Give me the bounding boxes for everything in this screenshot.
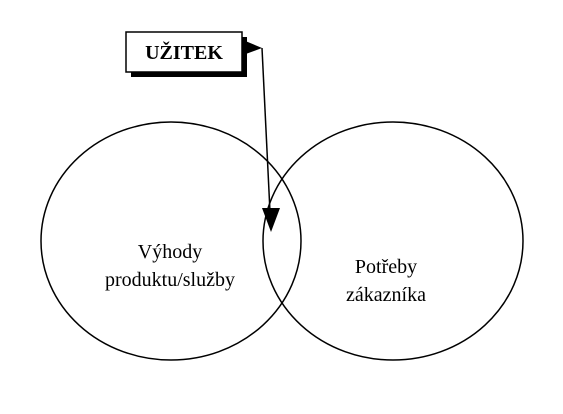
- right-circle-label-line1: Potřeby: [355, 256, 417, 278]
- left-circle-label-line1: Výhody: [138, 241, 202, 263]
- title-label: UŽITEK: [145, 40, 223, 64]
- right-circle: [262, 121, 524, 361]
- arrow-head-down: [262, 208, 280, 232]
- arrow-line: [261, 47, 271, 213]
- title-pointer-arrowhead: [243, 40, 262, 55]
- right-circle-label-line2: zákazníka: [346, 284, 426, 306]
- title-box: [125, 31, 243, 73]
- left-circle-label-line2: produktu/služby: [105, 269, 235, 291]
- left-circle: [40, 121, 302, 361]
